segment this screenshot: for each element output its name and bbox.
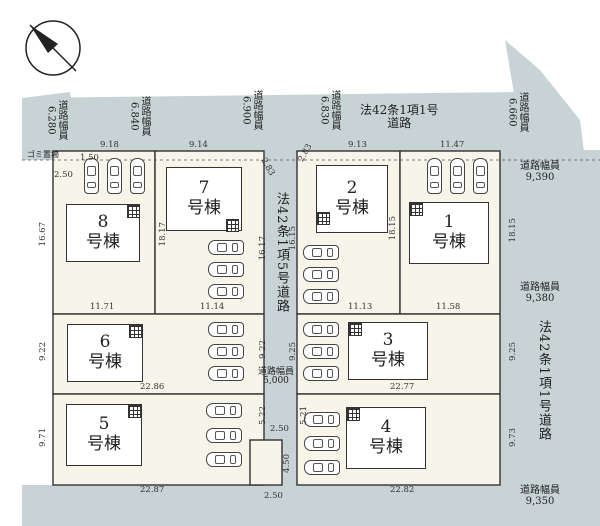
- building-suffix: 号棟: [432, 232, 466, 252]
- stair-icon: [347, 408, 360, 421]
- building-suffix: 号棟: [87, 434, 121, 454]
- building-number: 8: [97, 212, 109, 233]
- car-icon: [206, 403, 242, 418]
- car-icon: [303, 245, 339, 260]
- building-suffix: 号棟: [335, 198, 369, 218]
- car-icon: [107, 158, 122, 194]
- stair-icon: [317, 212, 330, 225]
- dimension-label: 16.67: [38, 222, 48, 247]
- dimension-label: 16.17: [258, 236, 268, 261]
- dimension-label: 9.22: [258, 340, 268, 359]
- dimension-label: 18.15: [388, 216, 398, 241]
- car-icon: [208, 366, 244, 381]
- dimension-label: 4.50: [282, 454, 292, 473]
- north-arrow: [25, 20, 81, 76]
- stair-icon: [128, 405, 141, 418]
- building-suffix: 号棟: [88, 352, 122, 372]
- car-icon: [84, 158, 99, 194]
- dimension-label: 9.22: [38, 342, 48, 361]
- stair-icon: [127, 205, 140, 218]
- dimension-label: 22.87: [140, 485, 165, 495]
- dimension-label: 18.17: [158, 222, 168, 247]
- car-icon: [303, 289, 339, 304]
- building-suffix: 号棟: [86, 232, 120, 252]
- building-suffix: 号棟: [371, 350, 405, 370]
- dimension-label: 9.25: [508, 342, 518, 361]
- car-icon: [473, 158, 488, 194]
- building-number: 3: [382, 330, 394, 351]
- building-7: 7 号棟: [166, 167, 242, 231]
- dimension-label: 11.71: [90, 302, 115, 312]
- garbage-area-label: ゴミ置場: [27, 150, 59, 159]
- dimension-label: 9.18: [100, 140, 119, 150]
- dimension-label: 5.22: [258, 406, 268, 425]
- building-number: 4: [380, 417, 392, 438]
- stair-icon: [226, 219, 239, 232]
- dimension-label: 11.58: [436, 302, 461, 312]
- car-icon: [208, 344, 244, 359]
- dimension-label: 9.71: [38, 428, 48, 447]
- car-icon: [206, 428, 242, 443]
- stair-icon: [349, 323, 362, 336]
- car-icon: [208, 262, 244, 277]
- building-8: 8 号棟: [66, 204, 140, 262]
- building-number: 6: [99, 332, 111, 353]
- dimension-label: 18.15: [508, 218, 518, 243]
- right-road-label: 法42条1項1号道路: [536, 320, 551, 442]
- car-icon: [130, 158, 145, 194]
- car-icon: [304, 412, 340, 427]
- dimension-label: 1.50: [80, 153, 99, 163]
- car-icon: [208, 284, 244, 299]
- dimension-label: 2.50: [270, 424, 289, 434]
- car-icon: [206, 452, 242, 467]
- dimension-label: 11.47: [440, 140, 465, 150]
- car-icon: [208, 240, 244, 255]
- dimension-label: 5.21: [299, 406, 309, 425]
- stair-icon: [129, 325, 142, 338]
- building-number: 7: [198, 178, 210, 199]
- road-area: [22, 40, 600, 526]
- dimension-label: 16.15: [288, 226, 298, 251]
- dimension-label: 2.50: [54, 170, 73, 180]
- stair-icon: [410, 203, 423, 216]
- building-number: 5: [98, 414, 110, 435]
- car-icon: [427, 158, 442, 194]
- dimension-label: 11.13: [348, 302, 373, 312]
- car-icon: [304, 436, 340, 451]
- building-suffix: 号棟: [369, 437, 403, 457]
- building-number: 2: [346, 178, 358, 199]
- dimension-label: 9.25: [288, 342, 298, 361]
- main-road-label: 法42条1項1号道路: [360, 103, 439, 130]
- dimension-label: 9.14: [189, 140, 208, 150]
- car-icon: [450, 158, 465, 194]
- car-icon: [303, 366, 339, 381]
- dimension-label: 22.86: [140, 382, 165, 392]
- center-road-label: 法42条1項5号道路: [274, 192, 289, 314]
- dimension-label: 11.14: [200, 302, 225, 312]
- building-suffix: 号棟: [187, 198, 221, 218]
- dimension-label: 9.13: [348, 140, 367, 150]
- building-number: 1: [443, 212, 455, 233]
- car-icon: [303, 267, 339, 282]
- car-icon: [208, 322, 244, 337]
- car-icon: [303, 344, 339, 359]
- car-icon: [303, 322, 339, 337]
- dimension-label: 9.73: [508, 428, 518, 447]
- car-icon: [304, 460, 340, 475]
- dimension-label: 22.77: [390, 382, 415, 392]
- dimension-label: 2.50: [264, 491, 283, 501]
- dimension-label: 22.82: [390, 485, 415, 495]
